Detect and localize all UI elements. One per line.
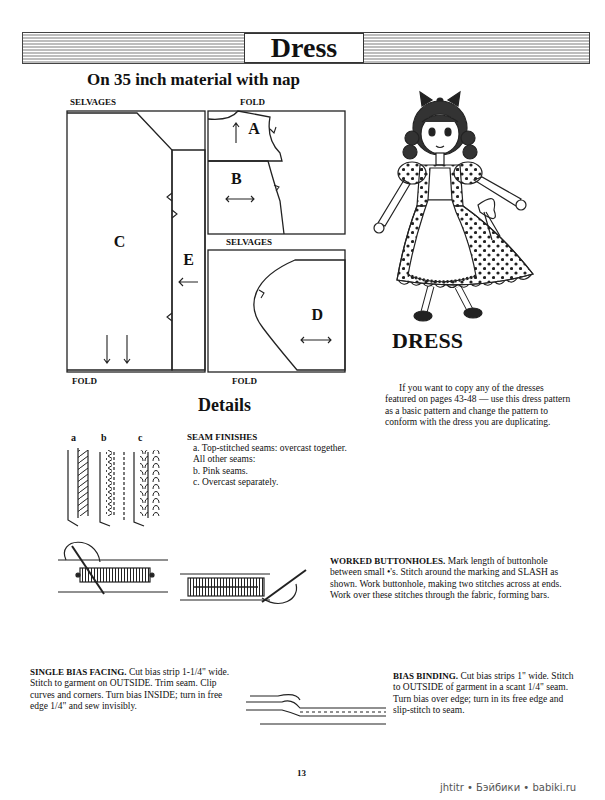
bias-binding-drawing: [246, 695, 386, 724]
instruction-text: a. Top-stitched seams: overcast together…: [187, 443, 355, 466]
piece-letter: C: [114, 234, 126, 250]
pattern-piece: C: [67, 113, 172, 370]
instruction-heading: SINGLE BIAS FACING.: [30, 667, 127, 677]
callout-letter: c: [138, 432, 142, 444]
layout-note: FOLD: [232, 376, 257, 387]
pattern-piece: A: [208, 111, 300, 161]
piece-letter: B: [231, 171, 242, 187]
seam-finish-drawings: [68, 448, 160, 526]
pattern-piece: D: [245, 260, 345, 370]
instruction-text: b. Pink seams.: [187, 466, 355, 477]
instruction-heading: WORKED BUTTONHOLES.: [330, 556, 445, 566]
instruction-heading: SEAM FINISHES: [187, 432, 355, 443]
pattern-piece: E: [172, 150, 205, 370]
layout-note: SELVAGES: [226, 237, 272, 248]
title-box: Dress: [244, 33, 364, 63]
piece-letter: D: [311, 307, 323, 323]
text-block: SEAM FINISHESa. Top-stitched seams: over…: [187, 432, 355, 488]
note-text: If you want to copy any of the dresses f…: [385, 383, 577, 429]
text-block: BIAS BINDING. Cut bias strips 1" wide. S…: [393, 671, 579, 717]
layout-note: FOLD: [240, 97, 265, 108]
section-heading: Details: [198, 395, 251, 417]
layout-note: SELVAGES: [70, 97, 116, 108]
watermark: jhtitr • Бэйбики • babiki.ru: [440, 782, 576, 794]
buttonhole-drawings: [58, 542, 306, 603]
piece-letter: E: [183, 252, 194, 268]
page-title: Dress: [271, 34, 337, 62]
subtitle: On 35 inch material with nap: [87, 70, 300, 90]
text-block: SINGLE BIAS FACING. Cut bias strip 1-1/4…: [30, 667, 235, 713]
section-heading: DRESS: [392, 328, 463, 354]
callout-letter: b: [101, 432, 107, 444]
piece-outline: [245, 260, 345, 370]
text-block: WORKED BUTTONHOLES. Mark length of butto…: [330, 556, 580, 602]
fabric-layout: [67, 111, 345, 372]
page-number: 13: [297, 768, 306, 779]
pattern-piece: B: [208, 161, 288, 234]
piece-letter: A: [248, 121, 260, 137]
layout-note: FOLD: [72, 376, 97, 387]
doll-illustration: [374, 92, 533, 321]
instruction-heading: BIAS BINDING.: [393, 671, 458, 681]
instruction-text: c. Overcast separately.: [187, 477, 355, 488]
piece-outline: [208, 161, 288, 234]
callout-letter: a: [71, 432, 76, 444]
